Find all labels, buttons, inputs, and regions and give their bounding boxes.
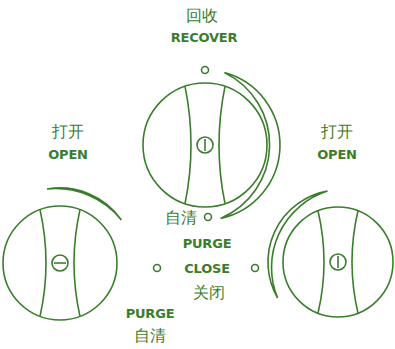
screw-slot [337, 256, 339, 268]
knob-grip [74, 210, 80, 317]
left-knob [3, 206, 117, 320]
knob-grip [219, 86, 225, 203]
position-label: CLOSE [184, 262, 230, 276]
position-dot [202, 67, 209, 74]
knob-grip [352, 211, 358, 313]
right-knob [283, 207, 393, 317]
range-arc [268, 191, 328, 298]
position-label: PURGE [126, 307, 175, 321]
position-label: 回收 [186, 7, 218, 25]
screw-slot [204, 139, 206, 151]
screw-slot [54, 262, 66, 264]
range-arc [221, 73, 280, 219]
position-label: OPEN [317, 148, 357, 162]
position-label: 自清 [134, 327, 166, 345]
range-arc [47, 188, 121, 220]
position-label: OPEN [48, 148, 88, 162]
position-label: PURGE [183, 237, 232, 251]
knob-grip [40, 210, 46, 317]
position-label: 关闭 [193, 284, 225, 302]
position-label: 自清 [165, 209, 197, 227]
knob-screw [330, 254, 346, 270]
position-dot [154, 265, 161, 272]
knob-screw [197, 137, 213, 153]
position-label: RECOVER [171, 31, 238, 45]
knob-grip [318, 211, 324, 313]
recover-knob [143, 83, 267, 207]
position-label: 打开 [321, 123, 353, 141]
knob-grip [185, 86, 191, 203]
position-dot [252, 265, 259, 272]
position-dot [205, 214, 212, 221]
position-label: 打开 [52, 123, 84, 141]
knob-screw [52, 255, 68, 271]
